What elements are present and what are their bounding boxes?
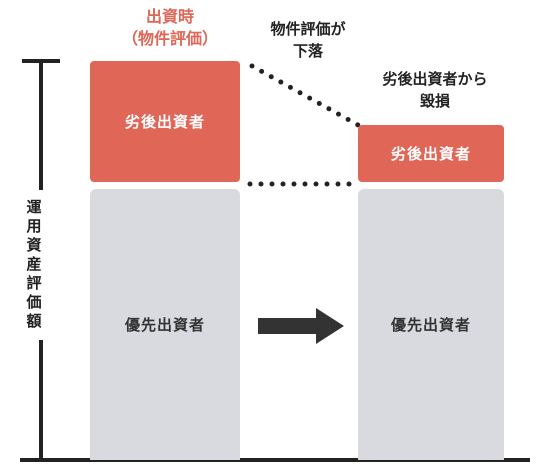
drop-note-line1: 物件評価が [270, 20, 346, 38]
right-arrow-icon [258, 308, 344, 344]
loss-note-line1: 劣後出資者から [382, 70, 488, 88]
drop-note-line2: 下落 [292, 42, 323, 60]
right-junior-label: 劣後出資者 [390, 145, 471, 163]
right-senior-block: 優先出資者 [358, 189, 504, 460]
left-junior-label: 劣後出資者 [124, 113, 205, 131]
left-junior-block: 劣後出資者 [90, 61, 240, 182]
left-column-title: 出資時 （物件評価） [80, 6, 260, 50]
left-title-line2: （物件評価） [121, 29, 218, 48]
right-junior-block: 劣後出資者 [358, 125, 504, 182]
right-senior-label: 優先出資者 [390, 316, 471, 334]
loss-note: 劣後出資者から 毀損 [350, 68, 520, 112]
left-senior-label: 優先出資者 [124, 316, 205, 334]
value-drop-note: 物件評価が 下落 [238, 18, 378, 62]
loss-note-line2: 毀損 [419, 92, 450, 110]
y-axis-label: 運用資産評価額 [22, 190, 46, 340]
left-senior-block: 優先出資者 [90, 189, 240, 460]
drop-dotted-line [249, 63, 361, 128]
left-title-line1: 出資時 [145, 7, 194, 26]
